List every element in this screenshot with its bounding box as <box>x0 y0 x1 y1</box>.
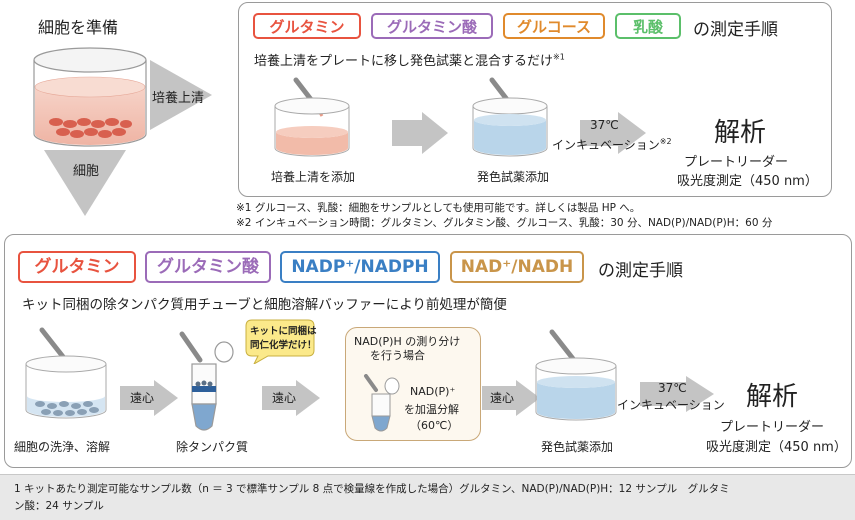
heating-tube-illustration <box>364 374 400 432</box>
note-ref-1: ※1 <box>553 52 565 62</box>
tag-glucose: グルコース <box>503 13 605 39</box>
tag2-nadp: NADP⁺/NADPH <box>280 251 440 283</box>
tag-glutamic-acid: グルタミン酸 <box>371 13 493 39</box>
panel2-centrifuge-label-1: 遠心 <box>130 391 155 405</box>
panel2-procedure-title: の測定手順 <box>598 261 683 281</box>
tag-lactate: 乳酸 <box>615 13 681 39</box>
panel1-subtitle: 培養上清をプレートに移し発色試薬と混合するだけ※1 <box>254 52 565 69</box>
supernatant-label: 培養上清 <box>152 91 205 106</box>
tag2-nad: NAD⁺/NADH <box>450 251 584 283</box>
panel2-analysis-title: 解析 <box>746 382 799 412</box>
footnote-2: ※2 インキュベーション時間：グルタミン、グルタミン酸、グルコース、乳酸：30 … <box>236 217 773 229</box>
tag-glutamine: グルタミン <box>253 13 361 39</box>
box-text-line2: を加温分解 <box>404 403 459 416</box>
panel2-arrow-1 <box>120 380 178 416</box>
nadph-optional-box <box>345 327 481 441</box>
footnote-1: ※1 グルコース、乳酸：細胞をサンプルとしても使用可能です。詳しくは製品 HP … <box>236 202 641 214</box>
panel2-analysis-line1: プレートリーダー <box>720 420 825 435</box>
panel1-arrow-2 <box>580 112 646 154</box>
panel2-step1-label: 細胞の洗浄、溶解 <box>14 440 111 454</box>
panel1-analysis-line1: プレートリーダー <box>684 155 789 170</box>
tag2-glutamic-acid: グルタミン酸 <box>145 251 271 283</box>
supernatant-arrow <box>150 60 212 130</box>
box-title-line2: を行う場合 <box>370 349 425 362</box>
panel1-step1-label: 培養上清を添加 <box>271 170 356 184</box>
panel2-centrifuge-label-2: 遠心 <box>272 391 297 405</box>
tag2-glutamine: グルタミン <box>18 251 136 283</box>
cells-label: 細胞 <box>73 164 100 179</box>
culture-dish-illustration <box>33 47 147 147</box>
box-text-line3: （60℃） <box>410 419 459 432</box>
footer-line2: ン酸：24 サンプル <box>14 500 104 512</box>
box-text-line1: NAD(P)⁺ <box>410 385 456 398</box>
prepare-cells-title: 細胞を準備 <box>38 18 119 37</box>
panel2-arrow-3 <box>482 380 540 416</box>
panel2-reagent-well-illustration <box>535 329 617 421</box>
cells-arrow <box>44 150 126 216</box>
well-cells-illustration <box>25 327 107 419</box>
panel1-incubate-label: インキュベーション※2 <box>552 137 672 152</box>
panel1-step2-label: 発色試薬添加 <box>477 170 550 184</box>
panel2-arrow-2 <box>262 380 320 416</box>
footer-line1: 1 キットあたり測定可能なサンプル数（n ＝ 3 で標準サンプル 8 点で検量線… <box>14 483 730 495</box>
sample-count-footer <box>0 474 855 520</box>
well-supernatant-illustration <box>274 77 350 157</box>
box-title-line1: NAD(P)H の測り分け <box>354 335 461 348</box>
panel1-incubate-temp: 37℃ <box>590 118 619 132</box>
bubble-line1: キットに同梱は <box>250 326 317 337</box>
panel2-incubate-temp: 37℃ <box>658 381 687 395</box>
panel2-step2-label: 除タンパク質 <box>176 440 249 454</box>
well-reagent-illustration <box>472 77 548 157</box>
note-ref-2: ※2 <box>659 137 672 146</box>
speech-bubble <box>245 319 315 364</box>
panel2-incubate-label: インキュベーション <box>617 398 725 412</box>
protein-removal-tube-illustration <box>179 331 234 431</box>
panel2-analysis-line2: 吸光度測定（450 nm） <box>706 440 847 455</box>
bubble-line2: 同仁化学だけ！ <box>250 340 317 351</box>
panel2-step3-label: 発色試薬添加 <box>541 440 614 454</box>
panel1-procedure-title: の測定手順 <box>693 20 778 40</box>
panel2-arrow-4 <box>640 376 714 412</box>
panel1-analysis-line2: 吸光度測定（450 nm） <box>677 174 818 189</box>
panel2-subtitle: キット同梱の除タンパク質用チューブと細胞溶解バッファーにより前処理が簡便 <box>22 297 507 313</box>
panel1-analysis-title: 解析 <box>714 118 767 148</box>
panel1-arrow-1 <box>392 112 448 154</box>
panel2-centrifuge-label-3: 遠心 <box>490 391 515 405</box>
